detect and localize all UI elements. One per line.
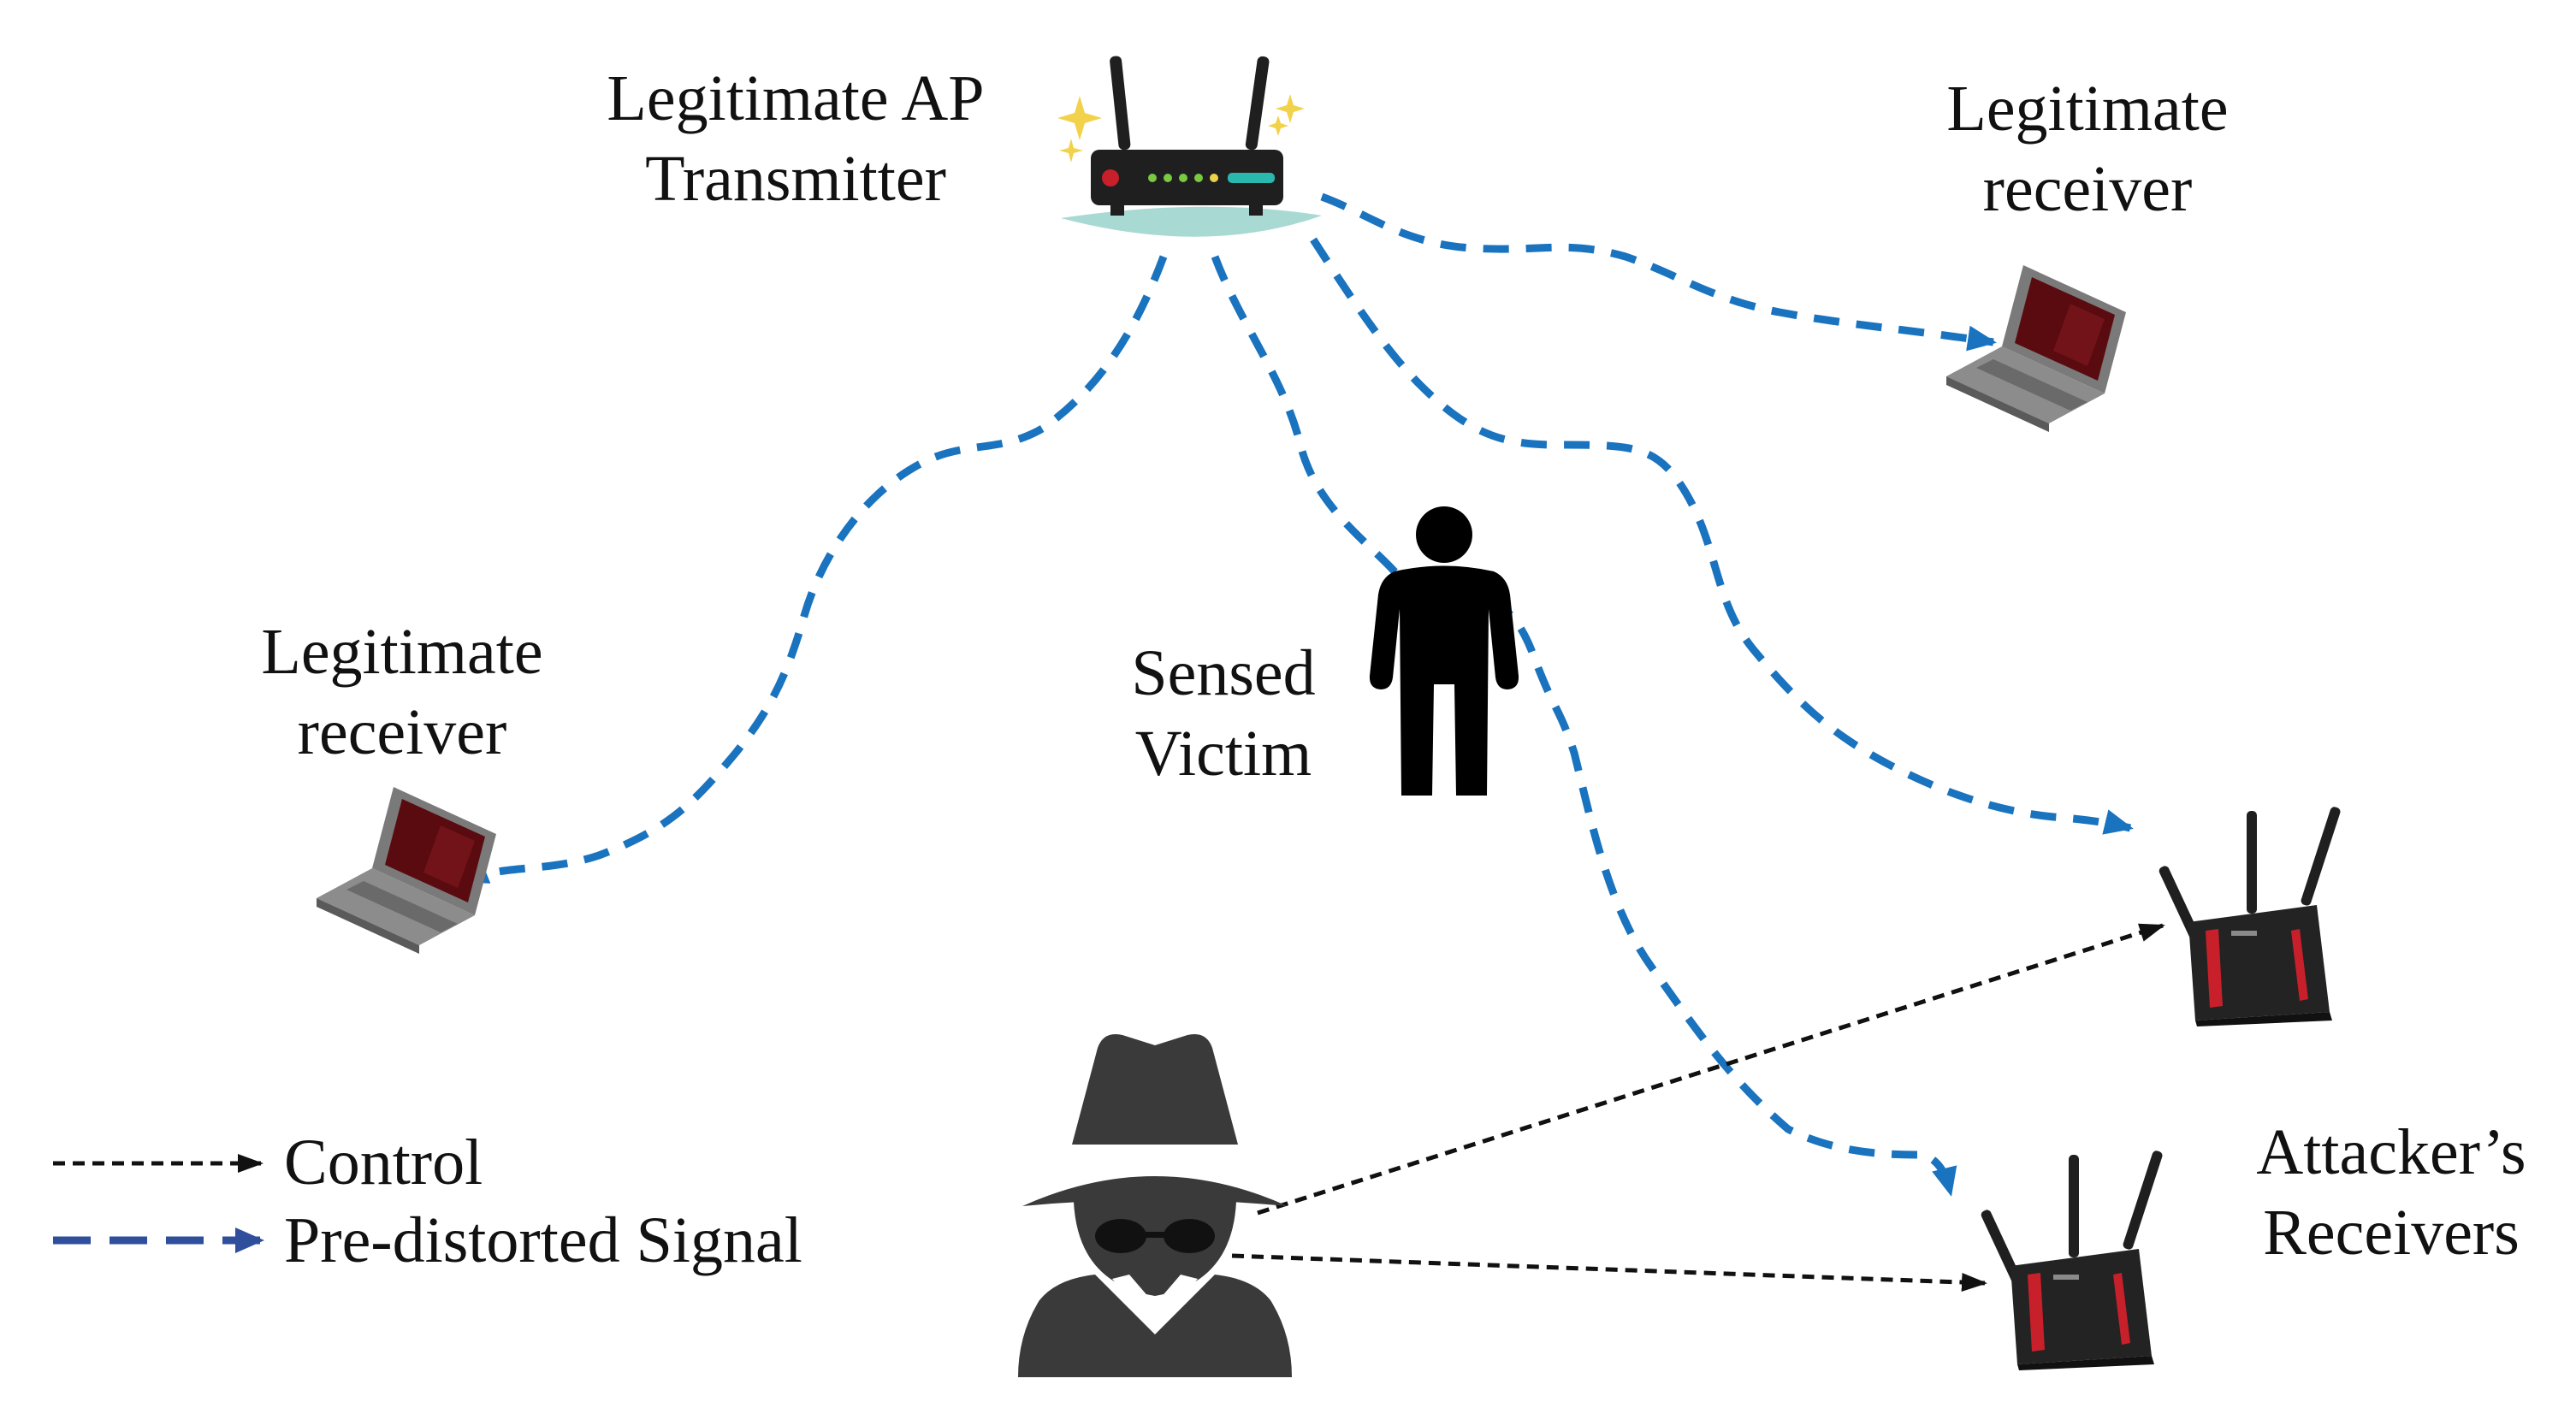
attacker-receivers-label-line2: Receivers: [2263, 1197, 2520, 1269]
control-path-upper: [1257, 923, 2165, 1216]
ap-label-line1: Legitimate AP: [607, 62, 985, 134]
wifi-router-icon: [1057, 56, 1322, 237]
left-receiver-label-line1: Legitimate: [261, 616, 543, 688]
victim-label-line2: Victim: [1134, 718, 1312, 790]
control-path-lower: [1231, 1253, 1987, 1293]
legend-control-label: Control: [284, 1127, 483, 1198]
laptop-icon: [317, 787, 496, 954]
spy-icon: [1018, 1034, 1292, 1377]
signal-path-through-victim: [1211, 255, 1957, 1197]
top-receiver-label-line1: Legitimate: [1946, 73, 2229, 145]
signal-path-to-top-receiver: [1320, 192, 1997, 352]
attacker-receivers-label: Attacker’s Receivers: [2220, 1112, 2562, 1273]
left-receiver-label-line2: receiver: [297, 696, 507, 768]
attacker-receivers-label-line1: Attacker’s: [2256, 1116, 2526, 1188]
signal-path-to-left-receiver: [459, 255, 1168, 885]
signal-path-to-attacker-receiver: [1310, 237, 2134, 835]
ap-label: Legitimate AP Transmitter: [590, 58, 1001, 219]
control-paths: [1231, 923, 2165, 1293]
legend-signal-label: Pre-distorted Signal: [284, 1204, 802, 1276]
router-icon: [2159, 807, 2341, 1026]
signal-paths: [459, 192, 2134, 1197]
person-icon: [1369, 506, 1519, 796]
top-receiver-label-line2: receiver: [1982, 153, 2193, 225]
victim-label: Sensed Victim: [1087, 633, 1360, 794]
router-icon: [1981, 1151, 2163, 1370]
victim-label-line1: Sensed: [1131, 637, 1316, 709]
top-receiver-label: Legitimate receiver: [1925, 68, 2250, 229]
laptop-icon: [1946, 265, 2126, 432]
left-receiver-label: Legitimate receiver: [240, 612, 565, 772]
ap-label-line2: Transmitter: [645, 143, 946, 215]
